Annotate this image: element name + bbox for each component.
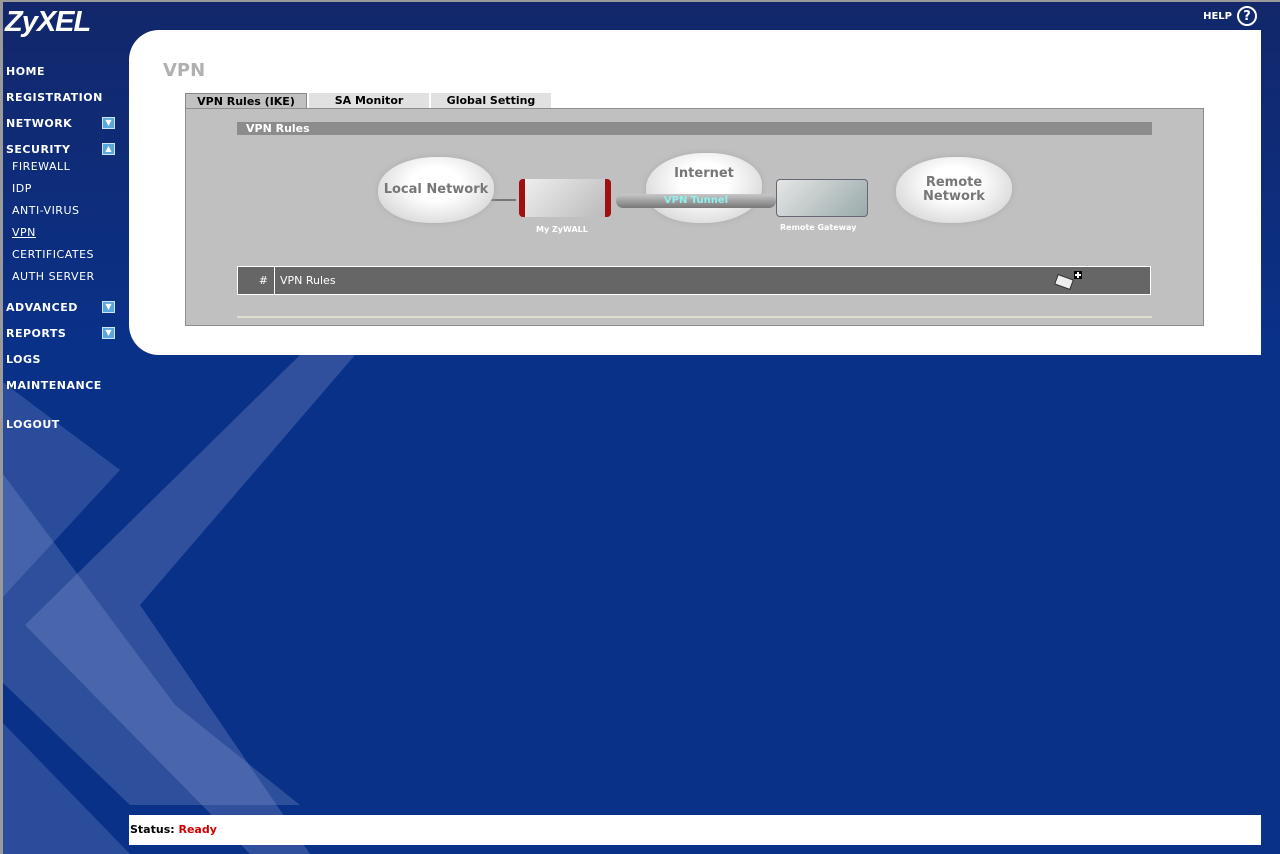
- nav-firewall[interactable]: FIREWALL: [12, 160, 71, 173]
- tab-vpn-rules-ike[interactable]: VPN Rules (IKE): [185, 93, 307, 108]
- collapse-security-icon[interactable]: ▲: [102, 143, 115, 155]
- tab-global-setting[interactable]: Global Setting: [431, 93, 551, 108]
- section-header: VPN Rules: [237, 122, 1152, 135]
- sidebar-nav: HOME REGISTRATION NETWORK ▼ SECURITY ▲ F…: [6, 0, 126, 440]
- remote-gateway-label: Remote Gateway: [780, 223, 857, 232]
- nav-logs[interactable]: LOGS: [6, 353, 41, 366]
- my-zywall-label: My ZyWALL: [536, 225, 588, 234]
- status-bar: Status: Ready: [129, 815, 1261, 845]
- vpn-rules-panel: VPN Rules Local Network My ZyWALL Intern…: [185, 108, 1204, 326]
- nav-idp[interactable]: IDP: [12, 182, 32, 195]
- help-button[interactable]: HELP?: [1203, 6, 1257, 26]
- remote-network-cloud: Remote Network: [896, 157, 1012, 223]
- tab-bar: VPN Rules (IKE) SA Monitor Global Settin…: [185, 93, 551, 108]
- help-icon: ?: [1237, 6, 1257, 26]
- add-rule-icon[interactable]: [1054, 271, 1082, 291]
- connector-line: [476, 199, 516, 201]
- nav-advanced[interactable]: ADVANCED: [6, 301, 78, 314]
- nav-vpn[interactable]: VPN: [12, 226, 36, 239]
- zywall-device-icon: [519, 179, 611, 217]
- local-network-cloud: Local Network: [378, 157, 494, 223]
- expand-network-icon[interactable]: ▼: [102, 117, 115, 129]
- status-label: Status:: [130, 823, 175, 836]
- nav-certificates[interactable]: CERTIFICATES: [12, 248, 95, 261]
- tab-sa-monitor[interactable]: SA Monitor: [309, 93, 429, 108]
- nav-maintenance[interactable]: MAINTENANCE: [6, 379, 102, 392]
- vpn-diagram: Local Network My ZyWALL Internet VPN Tun…: [376, 149, 1016, 239]
- zyxel-logo: ZyXEL: [5, 6, 91, 38]
- nav-network[interactable]: NETWORK: [6, 117, 73, 130]
- internet-cloud: Internet: [646, 153, 762, 223]
- expand-reports-icon[interactable]: ▼: [102, 327, 115, 339]
- col-vpn-rules: VPN Rules: [280, 274, 336, 287]
- nav-registration[interactable]: REGISTRATION: [6, 91, 103, 104]
- nav-reports[interactable]: REPORTS: [6, 327, 67, 340]
- divider: [237, 316, 1152, 318]
- col-number: #: [238, 267, 275, 294]
- vpn-rules-table-header: # VPN Rules: [237, 266, 1151, 295]
- nav-logout[interactable]: LOGOUT: [6, 418, 60, 431]
- vpn-tunnel: VPN Tunnel: [616, 194, 776, 208]
- status-value: Ready: [178, 823, 217, 836]
- nav-security[interactable]: SECURITY: [6, 143, 71, 156]
- help-label: HELP: [1203, 10, 1232, 22]
- page-title: VPN: [163, 60, 206, 81]
- nav-auth-server[interactable]: AUTH SERVER: [12, 270, 95, 283]
- nav-anti-virus[interactable]: ANTI-VIRUS: [12, 204, 80, 217]
- nav-home[interactable]: HOME: [6, 65, 46, 78]
- expand-advanced-icon[interactable]: ▼: [102, 301, 115, 313]
- remote-gateway-icon: [776, 179, 868, 217]
